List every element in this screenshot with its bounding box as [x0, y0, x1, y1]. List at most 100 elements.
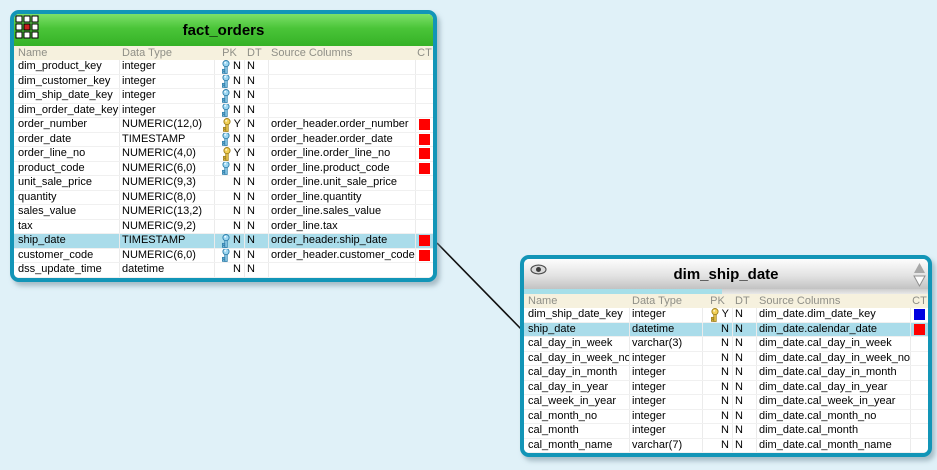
- table-row[interactable]: cal_day_in_year integer N N dim_date.cal…: [524, 380, 928, 395]
- table-row[interactable]: cal_day_in_month integer N N dim_date.ca…: [524, 366, 928, 381]
- key-icon: [222, 118, 231, 132]
- table-dim-ship-date[interactable]: dim_ship_date Name Data Type PK DT Sourc…: [520, 255, 932, 457]
- cell-data-type: NUMERIC(6,0): [120, 161, 215, 175]
- cell-pk: N: [215, 176, 245, 190]
- cell-data-type: datetime: [120, 263, 215, 277]
- cell-column-name: customer_code: [14, 248, 120, 262]
- cell-dt: N: [245, 263, 269, 277]
- cell-dt: N: [245, 89, 269, 103]
- cell-source-columns: dim_date.cal_month_no: [757, 409, 911, 423]
- ct-flag: [419, 148, 430, 160]
- ct-flag: [419, 133, 430, 145]
- table-row[interactable]: dim_ship_date_key integer Y N dim_date.d…: [524, 308, 928, 323]
- table-fact-orders[interactable]: fact_orders Name Data Type PK DT Source …: [10, 10, 437, 282]
- cell-source-columns: dim_date.cal_week_in_year: [757, 395, 911, 409]
- cell-data-type: integer: [630, 351, 703, 365]
- cell-data-type: NUMERIC(8,0): [120, 190, 215, 204]
- table-row[interactable]: product_code NUMERIC(6,0) N N order_line…: [14, 161, 433, 176]
- cell-column-name: dim_order_date_key: [14, 103, 120, 117]
- cell-column-name: cal_day_in_month: [524, 366, 630, 380]
- ct-flag: [419, 162, 430, 174]
- table-row[interactable]: cal_month_name varchar(7) N N dim_date.c…: [524, 438, 928, 453]
- table-row[interactable]: unit_sale_price NUMERIC(9,3) N N order_l…: [14, 176, 433, 191]
- cell-data-type: integer: [120, 60, 215, 74]
- column-header-name: Name: [18, 47, 48, 59]
- ct-flag: [419, 105, 430, 116]
- cell-data-type: integer: [120, 74, 215, 88]
- cell-source-columns: order_line.order_line_no: [269, 147, 416, 161]
- table-row[interactable]: tax NUMERIC(9,2) N N order_line.tax: [14, 219, 433, 234]
- table-row[interactable]: customer_code NUMERIC(6,0) N N order_hea…: [14, 248, 433, 263]
- cell-ct: [416, 118, 433, 132]
- ct-flag: [914, 411, 925, 422]
- key-icon: [222, 234, 230, 248]
- table-row[interactable]: order_date TIMESTAMP N N order_header.or…: [14, 132, 433, 147]
- cell-dt: N: [245, 60, 269, 74]
- cell-dt: N: [733, 409, 757, 423]
- cell-ct: [911, 410, 928, 424]
- table-row[interactable]: order_line_no NUMERIC(4,0) Y N order_lin…: [14, 147, 433, 162]
- table-row[interactable]: sales_value NUMERIC(13,2) N N order_line…: [14, 205, 433, 220]
- eye-icon[interactable]: [530, 264, 547, 275]
- column-header-dt: DT: [735, 295, 750, 307]
- cell-data-type: NUMERIC(12,0): [120, 118, 215, 132]
- table-row[interactable]: dim_ship_date_key integer N N: [14, 89, 433, 104]
- key-icon: [222, 248, 230, 262]
- table-row[interactable]: dim_customer_key integer N N: [14, 74, 433, 89]
- scrollbar-thumb[interactable]: [524, 289, 722, 294]
- cell-data-type: NUMERIC(6,0): [120, 248, 215, 262]
- cell-pk: N: [215, 248, 245, 262]
- ct-flag: [419, 177, 430, 188]
- horizontal-scrollbar[interactable]: [524, 289, 928, 294]
- column-header-datatype: Data Type: [632, 295, 682, 307]
- cell-dt: N: [733, 366, 757, 380]
- cell-source-columns: order_line.quantity: [269, 190, 416, 204]
- cell-ct: [416, 104, 433, 118]
- cell-ct: [911, 308, 928, 322]
- cell-source-columns: dim_date.dim_date_key: [757, 308, 911, 322]
- cell-ct: [911, 366, 928, 380]
- cell-pk: N: [215, 190, 245, 204]
- scroll-arrows[interactable]: [912, 260, 927, 288]
- table-row[interactable]: order_number NUMERIC(12,0) Y N order_hea…: [14, 118, 433, 133]
- key-icon: [222, 89, 230, 103]
- cell-pk: N: [703, 337, 733, 351]
- table-row[interactable]: dim_product_key integer N N: [14, 60, 433, 75]
- table-row[interactable]: ship_date datetime N N dim_date.calendar…: [524, 322, 928, 337]
- cell-column-name: order_line_no: [14, 147, 120, 161]
- key-icon: [222, 132, 230, 146]
- table-row[interactable]: cal_day_in_week_no integer N N dim_date.…: [524, 351, 928, 366]
- cell-dt: N: [733, 380, 757, 394]
- cell-source-columns: order_header.ship_date: [269, 234, 416, 248]
- column-header-row: Name Data Type PK DT Source Columns CT: [14, 46, 433, 60]
- cell-ct: [416, 147, 433, 161]
- table-row[interactable]: cal_month integer N N dim_date.cal_month: [524, 424, 928, 439]
- cell-dt: N: [245, 190, 269, 204]
- column-header-row: Name Data Type PK DT Source Columns CT: [524, 294, 928, 308]
- cell-pk: N: [215, 74, 245, 88]
- move-handle-icon[interactable]: [15, 15, 39, 39]
- table-row[interactable]: quantity NUMERIC(8,0) N N order_line.qua…: [14, 190, 433, 205]
- column-header-datatype: Data Type: [122, 47, 172, 59]
- cell-column-name: dim_product_key: [14, 60, 120, 74]
- cell-pk: Y: [703, 308, 733, 322]
- cell-dt: N: [733, 322, 757, 336]
- column-header-ct: CT: [417, 47, 432, 59]
- table-header[interactable]: dim_ship_date: [524, 259, 928, 289]
- cell-dt: N: [245, 161, 269, 175]
- table-header[interactable]: fact_orders: [14, 14, 433, 46]
- table-row[interactable]: cal_month_no integer N N dim_date.cal_mo…: [524, 409, 928, 424]
- cell-source-columns: [269, 60, 416, 74]
- table-row[interactable]: dss_update_time datetime N N: [14, 263, 433, 278]
- cell-ct: [416, 234, 433, 248]
- cell-dt: N: [245, 103, 269, 117]
- ct-flag: [419, 76, 430, 87]
- cell-data-type: varchar(7): [630, 438, 703, 452]
- ct-flag: [914, 367, 925, 378]
- table-row[interactable]: dim_order_date_key integer N N: [14, 103, 433, 118]
- cell-dt: N: [245, 132, 269, 146]
- table-row[interactable]: cal_day_in_week varchar(3) N N dim_date.…: [524, 337, 928, 352]
- cell-data-type: integer: [120, 103, 215, 117]
- table-row[interactable]: cal_week_in_year integer N N dim_date.ca…: [524, 395, 928, 410]
- table-row[interactable]: ship_date TIMESTAMP N N order_header.shi…: [14, 234, 433, 249]
